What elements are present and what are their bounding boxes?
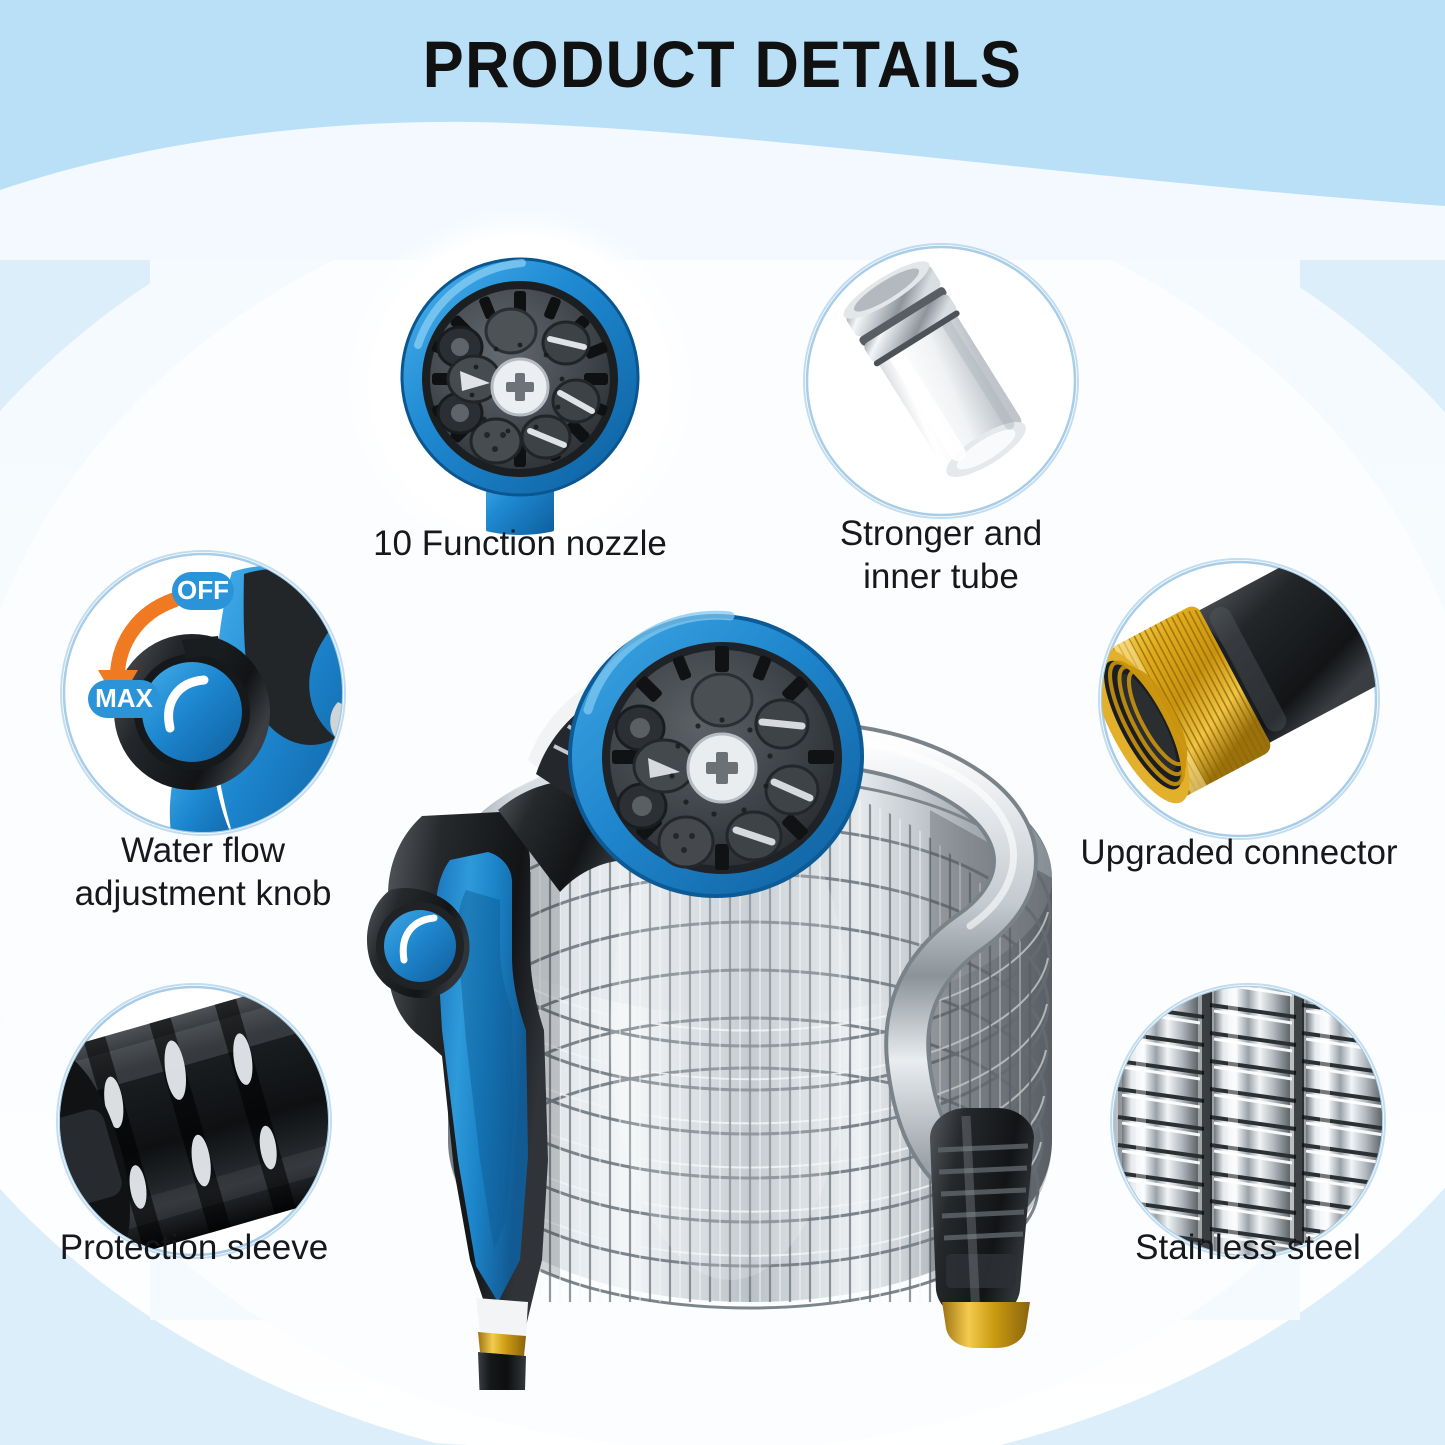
max-badge: MAX	[88, 680, 160, 718]
feature-sleeve-label: Protection sleeve	[59, 1228, 329, 1267]
nozzle-bubble	[370, 235, 670, 535]
nozzle-head	[568, 610, 864, 898]
connector-bubble	[1100, 560, 1378, 838]
feature-sleeve: Protection sleeve	[58, 985, 330, 1267]
spray-gun	[366, 610, 864, 1390]
feature-inner-tube: Stronger and inner tube	[805, 245, 1077, 596]
spray-nozzle-head-icon	[370, 235, 670, 535]
feature-nozzle-label: 10 Function nozzle	[373, 524, 667, 563]
feature-stainless-label: Stainless steel	[1135, 1228, 1361, 1267]
flow-knob-bubble: OFF MAX	[62, 552, 344, 834]
feature-flow-knob-label: Water flow adjustment knob	[74, 831, 332, 913]
inner-tube-bubble	[805, 245, 1077, 517]
inner-tube-icon	[805, 245, 1077, 517]
stainless-coil-icon	[1112, 985, 1384, 1257]
brass-connector-icon	[1100, 560, 1378, 838]
protection-sleeve-icon	[58, 985, 330, 1257]
page-title: PRODUCT DETAILS	[422, 27, 1023, 101]
feature-nozzle: 10 Function nozzle	[344, 209, 696, 563]
feature-flow-knob: OFF MAX Water flow adjustment knob	[62, 552, 344, 913]
gun-outlet	[476, 1298, 528, 1390]
hose-end-sleeve	[930, 1108, 1034, 1348]
flow-knob-icon: OFF MAX	[62, 552, 344, 834]
feature-inner-tube-label: Stronger and inner tube	[839, 514, 1043, 596]
feature-connector: Upgraded connector	[1080, 560, 1398, 872]
off-badge: OFF	[172, 572, 234, 610]
sleeve-bubble	[58, 985, 330, 1257]
feature-connector-label: Upgraded connector	[1080, 833, 1398, 872]
feature-stainless: Stainless steel	[1112, 985, 1384, 1267]
stainless-bubble	[1112, 985, 1384, 1257]
max-badge-label: MAX	[95, 683, 153, 713]
off-badge-label: OFF	[177, 575, 229, 605]
header-wave	[0, 121, 1445, 260]
product-image	[330, 560, 1120, 1390]
